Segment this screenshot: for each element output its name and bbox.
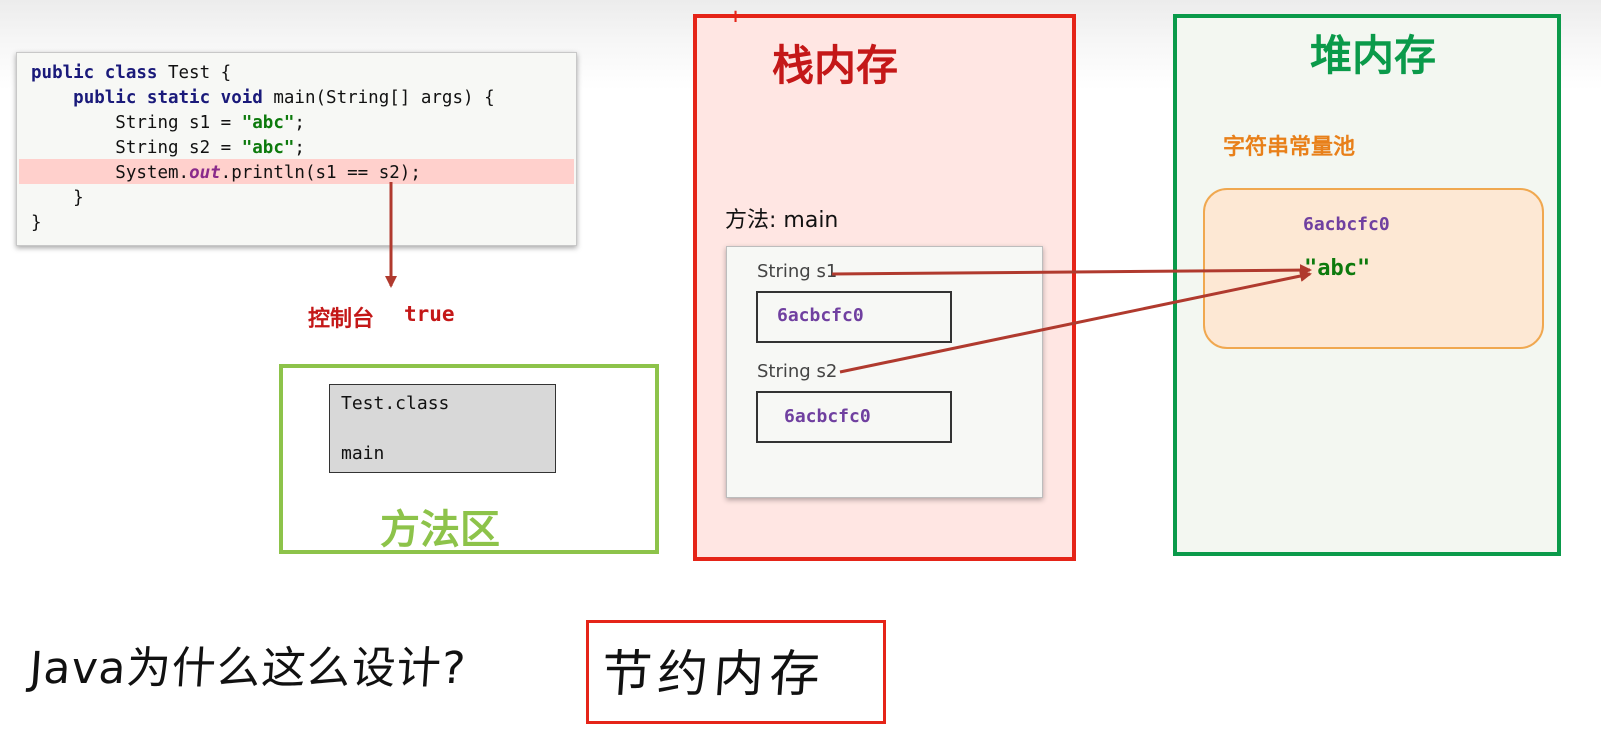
var-label-s1: String s1 [757, 261, 838, 282]
pool-string-value: "abc" [1304, 256, 1371, 281]
answer-text: 节约内存 [599, 645, 828, 703]
arrow-s1-to-string [831, 264, 1312, 277]
heap-memory-title: 堆内存 [1310, 31, 1437, 80]
var-box-s1 [756, 291, 952, 343]
plus-icon: + [728, 6, 744, 27]
code-line-7: } [31, 213, 42, 233]
code-line-4: String s2 = "abc"; [115, 138, 305, 158]
code-line-1: public class Test { [31, 63, 232, 83]
method-area-title: 方法区 [380, 507, 500, 553]
var-value-s2: 6acbcfc0 [784, 406, 871, 427]
arrow-s2-to-string [839, 270, 1312, 374]
code-line-5: System.out.println(s1 == s2); [115, 163, 421, 183]
code-snippet: public class Test { public static void m… [16, 52, 577, 246]
code-line-6: } [73, 188, 84, 208]
answer-box [586, 620, 886, 724]
code-line-2: public static void main(String[] args) { [73, 88, 495, 108]
stack-memory-title: 栈内存 [772, 41, 899, 90]
class-method: main [341, 443, 385, 464]
console-label: 控制台 [308, 307, 375, 332]
string-pool-box [1203, 188, 1544, 349]
stack-method-label: 方法: main [725, 208, 839, 233]
string-pool-label: 字符串常量池 [1223, 135, 1356, 160]
stack-frame [726, 246, 1043, 498]
var-label-s2: String s2 [757, 361, 838, 382]
code-line-3: String s1 = "abc"; [115, 113, 305, 133]
pool-address: 6acbcfc0 [1303, 214, 1390, 235]
design-question: Java为什么这么设计? [27, 643, 468, 694]
highlighted-line [19, 159, 574, 184]
var-value-s1: 6acbcfc0 [777, 305, 864, 326]
class-name: Test.class [341, 393, 450, 414]
console-value: true [404, 302, 455, 326]
class-box: Test.class main [329, 384, 556, 473]
var-box-s2 [756, 391, 952, 443]
